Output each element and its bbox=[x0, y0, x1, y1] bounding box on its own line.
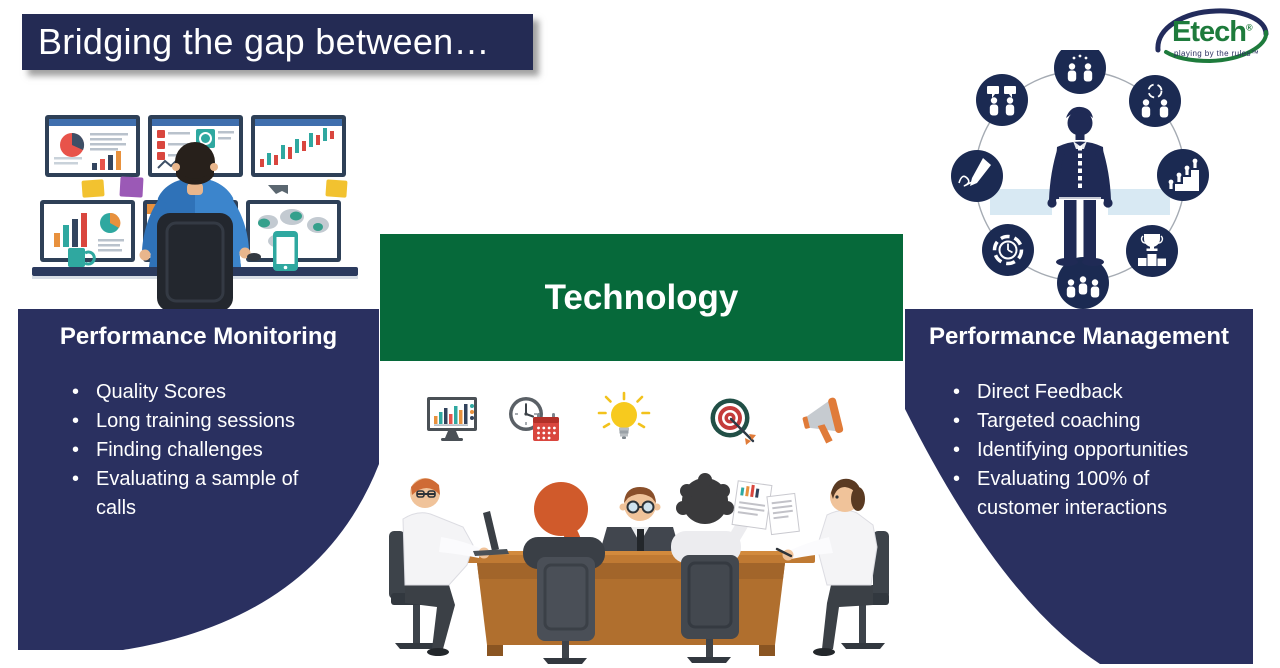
logo-wordmark: Etech® bbox=[1172, 16, 1253, 48]
title-banner: Bridging the gap between… bbox=[22, 14, 533, 70]
trophy-podium-icon bbox=[1126, 225, 1178, 277]
speech-bubbles-icon bbox=[976, 74, 1028, 126]
performance-monitoring-panel: Performance Monitoring Quality Scores Lo… bbox=[18, 309, 379, 650]
sticky-note-icon bbox=[119, 176, 144, 198]
lightbulb-icon bbox=[597, 391, 651, 439]
bullet-item: Finding challenges bbox=[64, 436, 365, 465]
dashboard-monitor-icon bbox=[427, 397, 477, 441]
meeting-person-center bbox=[599, 487, 681, 555]
highlight-bar bbox=[1108, 189, 1170, 215]
sticky-note-icon bbox=[325, 179, 348, 198]
bullet-list: Quality Scores Long training sessions Fi… bbox=[18, 378, 379, 523]
logo-swoosh-icon bbox=[1155, 8, 1269, 64]
etech-logo: Etech® playing by the rules™ bbox=[1150, 8, 1274, 70]
career-stairs-icon bbox=[1157, 149, 1209, 201]
meeting-table bbox=[447, 551, 815, 656]
bullet-item: Evaluating a sample of calls bbox=[64, 465, 311, 523]
technology-label: Technology bbox=[544, 277, 739, 317]
team-meeting-illustration bbox=[389, 473, 889, 664]
logo-tagline: playing by the rules™ bbox=[1174, 49, 1260, 58]
bullet-item: Evaluating 100% of customer interactions bbox=[945, 465, 1199, 523]
slide-title: Bridging the gap between… bbox=[38, 21, 490, 62]
monitoring-illustration bbox=[32, 115, 358, 311]
technology-banner: Technology bbox=[380, 234, 903, 361]
team-handoff-icon bbox=[1057, 257, 1109, 309]
monitor-icon bbox=[40, 200, 135, 262]
registered-mark: ® bbox=[1245, 22, 1253, 33]
meeting-person-redhair bbox=[523, 482, 605, 664]
clock-calendar-icon bbox=[509, 397, 559, 441]
meeting-person-curly bbox=[671, 473, 800, 663]
performance-management-panel: Performance Management Direct Feedback T… bbox=[905, 309, 1253, 664]
mug-icon bbox=[68, 248, 96, 267]
manager-figure bbox=[1047, 106, 1113, 266]
technology-icons-row bbox=[380, 391, 903, 451]
team-sync-icon bbox=[1129, 75, 1181, 127]
meeting-person-left bbox=[389, 478, 509, 656]
bullet-item: Direct Feedback bbox=[945, 378, 1239, 407]
monitor-icon bbox=[45, 115, 140, 177]
megaphone-icon bbox=[802, 397, 844, 444]
monitor-icon bbox=[251, 115, 346, 177]
conversation-icon bbox=[1054, 50, 1106, 94]
stopwatch-icon bbox=[982, 224, 1034, 276]
signature-icon bbox=[951, 150, 1003, 202]
bullet-item: Quality Scores bbox=[64, 378, 365, 407]
bullet-list: Direct Feedback Targeted coaching Identi… bbox=[905, 378, 1253, 523]
analyst-person bbox=[139, 142, 261, 311]
report-papers-icon bbox=[731, 480, 773, 530]
phone-icon bbox=[273, 231, 298, 271]
panel-heading: Performance Management bbox=[928, 323, 1230, 350]
panel-heading: Performance Monitoring bbox=[59, 323, 338, 350]
bullet-item: Identifying opportunities bbox=[945, 436, 1239, 465]
bullet-item: Targeted coaching bbox=[945, 407, 1239, 436]
sticky-note-icon bbox=[81, 179, 105, 198]
highlight-bar bbox=[990, 189, 1052, 215]
meeting-person-right bbox=[775, 478, 889, 656]
performance-cycle-illustration bbox=[951, 50, 1209, 309]
bullet-item: Long training sessions bbox=[64, 407, 365, 436]
target-arrow-icon bbox=[710, 398, 756, 445]
flag-icon bbox=[268, 185, 288, 194]
